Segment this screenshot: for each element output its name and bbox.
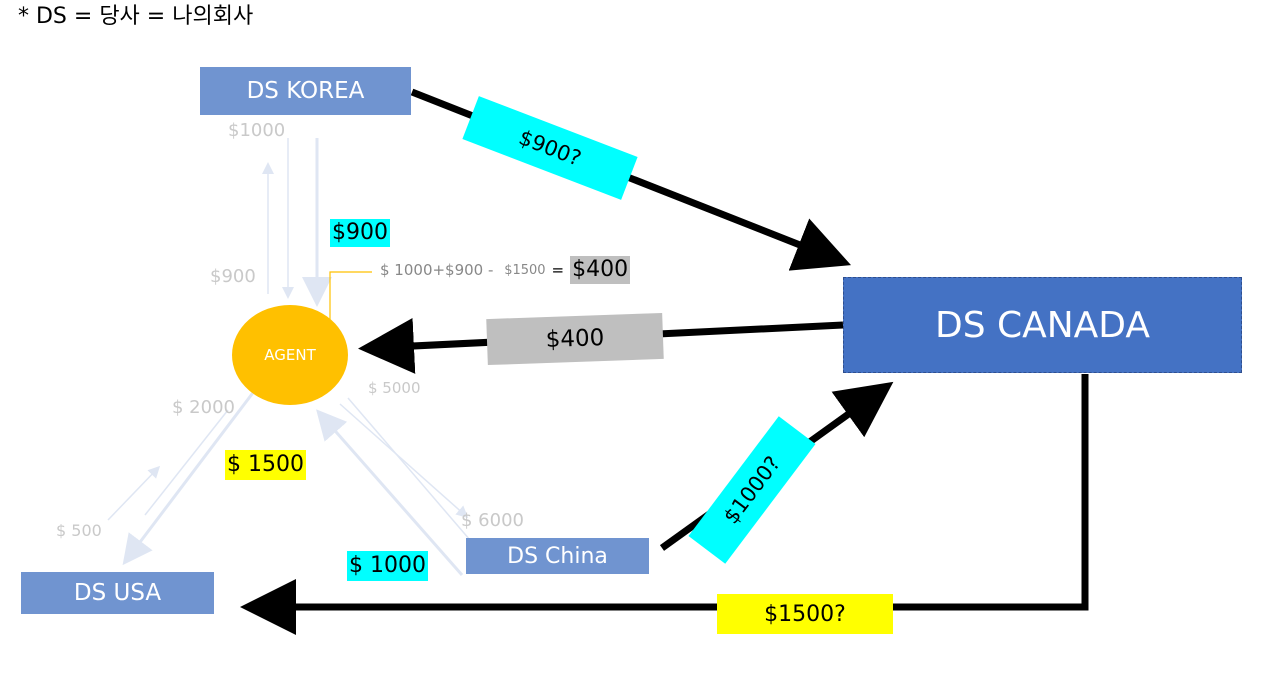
flow-label-canada-to-agent: $400 (486, 312, 664, 366)
arrow-usa-to-agent (107, 465, 161, 521)
entity-ds-canada: DS CANADA (843, 277, 1242, 373)
formula-minus-term: $1500 (504, 262, 546, 278)
flow-label-canada-to-agent-text: $400 (545, 324, 605, 354)
formula-equals: = (551, 260, 565, 279)
entity-ds-usa-label: DS USA (73, 580, 162, 606)
entity-ds-china-label: DS China (507, 543, 608, 569)
entity-ds-canada-label: DS CANADA (934, 304, 1151, 346)
agent-circle: AGENT (232, 305, 348, 405)
amount-china-to-agent: $ 6000 (461, 510, 524, 531)
entity-ds-korea-label: DS KOREA (246, 78, 365, 104)
payment-highlight-usa: $ 1500 (225, 450, 306, 480)
amount-agent-to-china: $ 5000 (368, 379, 421, 397)
formula: $ 1000+$900 - $1500 = $400 (380, 256, 631, 284)
arrow-agent-payment-to-usa (122, 389, 257, 566)
flow-label-canada-to-usa-text: $1500? (764, 601, 846, 627)
formula-expression: $ 1000+$900 - (380, 260, 499, 279)
amount-agent-to-usa: $ 500 (56, 521, 102, 540)
flow-label-canada-to-usa: $1500? (717, 594, 893, 634)
header-note: * DS = 당사 = 나의회사 (18, 4, 254, 29)
arrow-agent-to-china (339, 403, 469, 518)
amount-agent-to-korea: $900 (210, 266, 256, 287)
entity-ds-usa: DS USA (21, 572, 214, 614)
arrow-china-to-agent (347, 397, 471, 541)
arrow-agent-to-usa (144, 409, 229, 516)
agent-label: AGENT (264, 346, 316, 364)
arrow-china-payment-to-agent (316, 409, 464, 576)
formula-connector (329, 271, 372, 322)
formula-result: $400 (570, 256, 631, 284)
amount-usa-to-agent: $ 2000 (172, 397, 235, 418)
arrow-canada-to-usa (240, 374, 1089, 635)
amount-korea-to-agent: $1000 (228, 120, 286, 141)
entity-ds-korea: DS KOREA (200, 67, 411, 115)
entity-ds-china: DS China (466, 538, 649, 574)
payment-highlight-china: $ 1000 (347, 551, 428, 581)
payment-highlight-korea: $900 (330, 219, 390, 247)
